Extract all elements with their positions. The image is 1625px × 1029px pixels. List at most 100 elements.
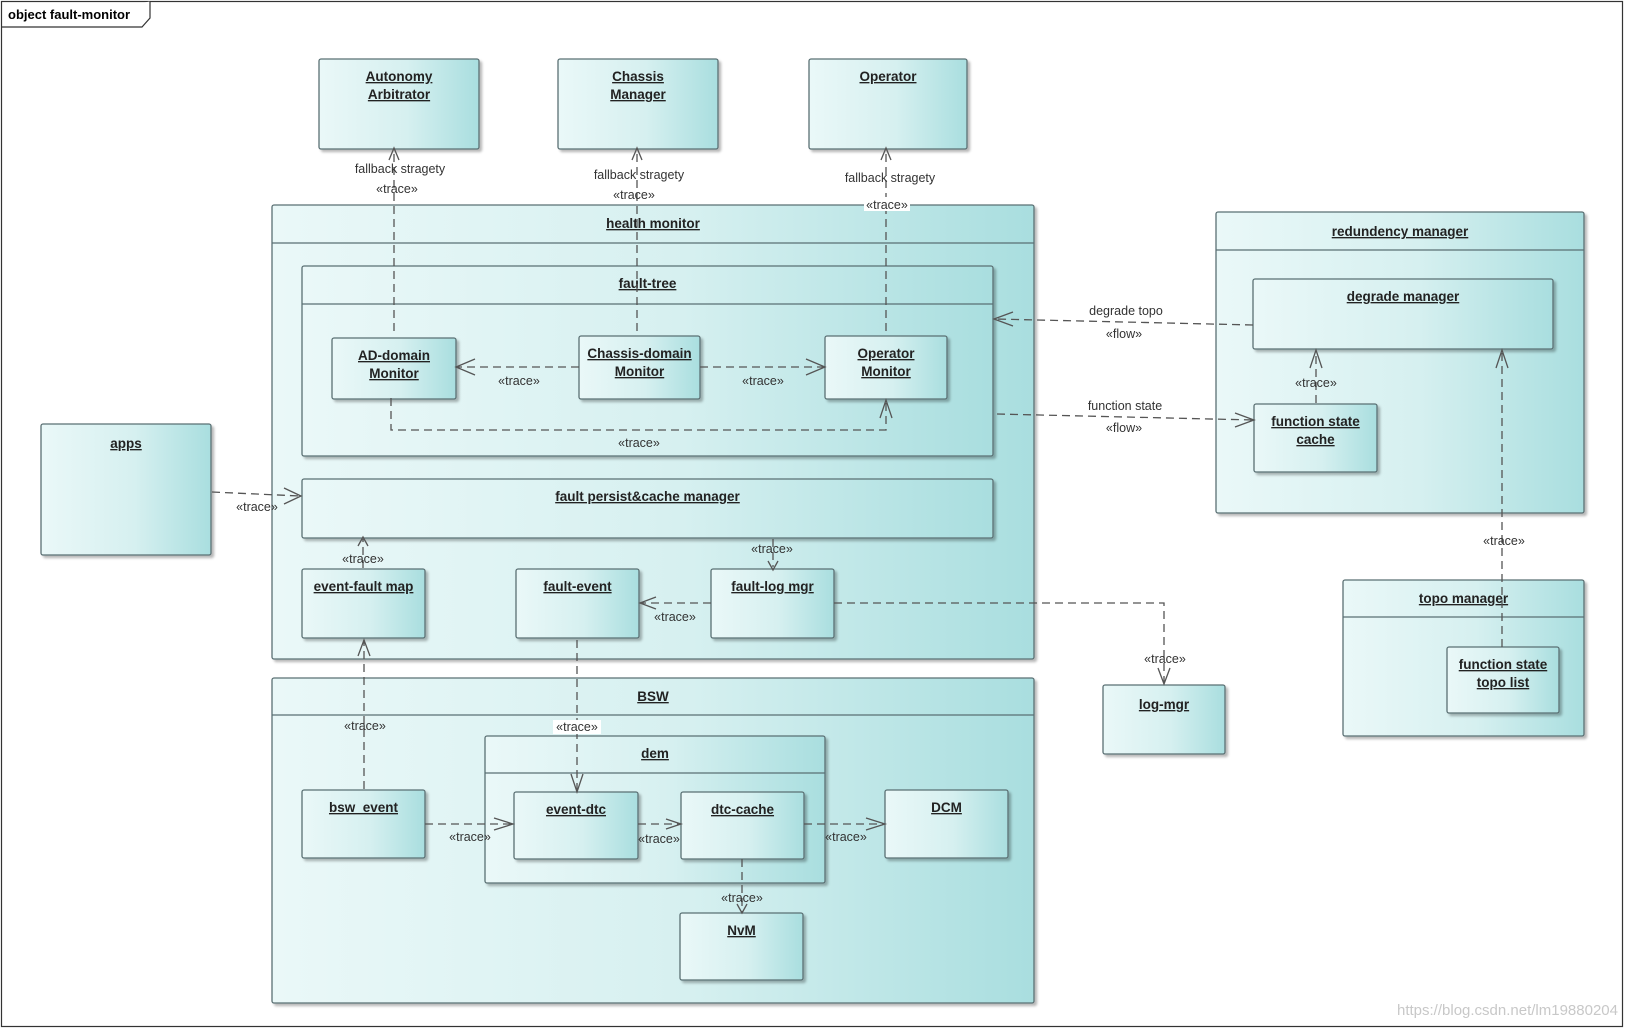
log-mgr-box (1102, 684, 1226, 755)
arrowhead (1495, 347, 1509, 369)
apps-title: apps (110, 436, 142, 451)
event-dtc-node[interactable]: event-dtc (513, 791, 639, 860)
fault-log-mgr-node[interactable]: fault-log mgr (710, 568, 835, 639)
topo-manager-title: topo manager (1419, 591, 1509, 606)
label-bg (864, 197, 910, 211)
dcm-title: DCM (931, 800, 962, 815)
label-trace-fault-log-event: «trace» (654, 610, 696, 624)
operator-monitor-title: Monitor (861, 364, 911, 379)
label-trace-event-fault-map: «trace» (342, 552, 384, 566)
apps-box (40, 423, 212, 556)
arrowhead (879, 397, 893, 419)
redundency-manager-title: redundency manager (1332, 224, 1469, 239)
arrowhead (357, 535, 369, 547)
function-state-cache-title: cache (1296, 432, 1335, 447)
label-trace-dtc-dcm: «trace» (825, 830, 867, 844)
fault-log-mgr-title: fault-log mgr (731, 579, 814, 594)
arrowhead (454, 358, 476, 376)
autonomy-arbitrator-box (318, 58, 480, 150)
dcm-node[interactable]: DCM (884, 789, 1009, 859)
label-trace-bsw-event-up: «trace» (344, 719, 386, 733)
fault-event-node[interactable]: fault-event (515, 568, 640, 639)
nvm-node[interactable]: NvM (679, 912, 804, 981)
degrade-manager-title: degrade manager (1347, 289, 1460, 304)
edge-degrade-mgr-to-health-monitor (994, 318, 1254, 326)
label-trace-bsw-event-dtc: «trace» (449, 830, 491, 844)
chassis-domain-monitor-title: Chassis-domain (587, 346, 691, 361)
function-state-cache-node[interactable]: function state cache (1253, 403, 1378, 473)
label-trace-ad-operator: «trace» (618, 436, 660, 450)
arrowhead (493, 817, 516, 831)
health-monitor-title: health monitor (606, 216, 700, 231)
label-bg (553, 720, 601, 734)
operator-title: Operator (859, 69, 917, 84)
autonomy-arbitrator-title: Arbitrator (368, 87, 431, 102)
event-fault-map-node[interactable]: event-fault map (301, 568, 426, 639)
edge-health-monitor-to-function-state (996, 413, 1255, 421)
arrowhead (865, 817, 888, 831)
autonomy-arbitrator-title: Autonomy (366, 69, 433, 84)
operator-box (808, 58, 968, 150)
dtc-cache-node[interactable]: dtc-cache (680, 791, 805, 860)
nvm-title: NvM (727, 923, 756, 938)
arrowhead (631, 146, 643, 161)
bsw-title: BSW (637, 689, 669, 704)
chassis-manager-title: Chassis (612, 69, 664, 84)
label-trace-chassis: «trace» (613, 188, 655, 202)
label-trace-autonomy: «trace» (376, 182, 418, 196)
label-trace-fault-event-down: «trace» (556, 720, 598, 734)
label-trace-apps: «trace» (236, 500, 278, 514)
event-dtc-box (513, 791, 639, 860)
event-fault-map-title: event-fault map (314, 579, 414, 594)
arrowhead (570, 773, 584, 795)
chassis-domain-monitor-title: Monitor (615, 364, 665, 379)
frame-title: object fault-monitor (8, 7, 130, 22)
edge-fault-log-to-log-mgr (834, 602, 1165, 682)
function-state-cache-title: function state (1271, 414, 1360, 429)
label-trace-topo-list: «trace» (1483, 534, 1525, 548)
log-mgr-title: log-mgr (1139, 697, 1190, 712)
fault-persist-node[interactable]: fault persist&cache manager (301, 478, 994, 539)
arrowhead (880, 146, 892, 161)
function-state-topo-list-title: topo list (1477, 675, 1530, 690)
apps-node[interactable]: apps (40, 423, 212, 556)
arrowhead (638, 596, 657, 610)
arrowhead (665, 818, 684, 830)
fault-tree-title: fault-tree (619, 276, 677, 291)
label-trace-operator: «trace» (866, 198, 908, 212)
event-fault-map-box (301, 568, 426, 639)
arrowhead (805, 358, 827, 376)
label-trace-log-mgr: «trace» (1144, 652, 1186, 666)
chassis-manager-title: Manager (610, 87, 666, 102)
label-trace-chassis-ad: «trace» (498, 374, 540, 388)
degrade-manager-node[interactable]: degrade manager (1252, 278, 1554, 350)
operator-node[interactable]: Operator (808, 58, 968, 150)
edge-ad-mon-to-operator-mon (390, 398, 887, 431)
fault-event-box (515, 568, 640, 639)
log-mgr-node[interactable]: log-mgr (1102, 684, 1226, 755)
arrowhead (992, 311, 1014, 327)
arrowhead (1234, 412, 1256, 428)
label-function-state: function state (1088, 399, 1162, 413)
function-state-cache-box (1253, 403, 1378, 473)
event-dtc-title: event-dtc (546, 802, 607, 817)
bsw-event-title: bsw_event (329, 800, 399, 815)
arrowhead (357, 638, 371, 657)
arrowhead (1157, 667, 1171, 686)
arrowhead (283, 487, 303, 505)
edge-apps-to-fault-persist (211, 491, 301, 497)
label-trace-fault-log-persist: «trace» (751, 542, 793, 556)
label-trace-event-dtc-cache: «trace» (638, 832, 680, 846)
label-trace-chassis-operator: «trace» (742, 374, 784, 388)
arrowhead (736, 903, 748, 915)
label-fallback-autonomy: fallback stragety (355, 162, 446, 176)
bsw-event-node[interactable]: bsw_event (301, 789, 426, 859)
operator-monitor-title: Operator (857, 346, 915, 361)
